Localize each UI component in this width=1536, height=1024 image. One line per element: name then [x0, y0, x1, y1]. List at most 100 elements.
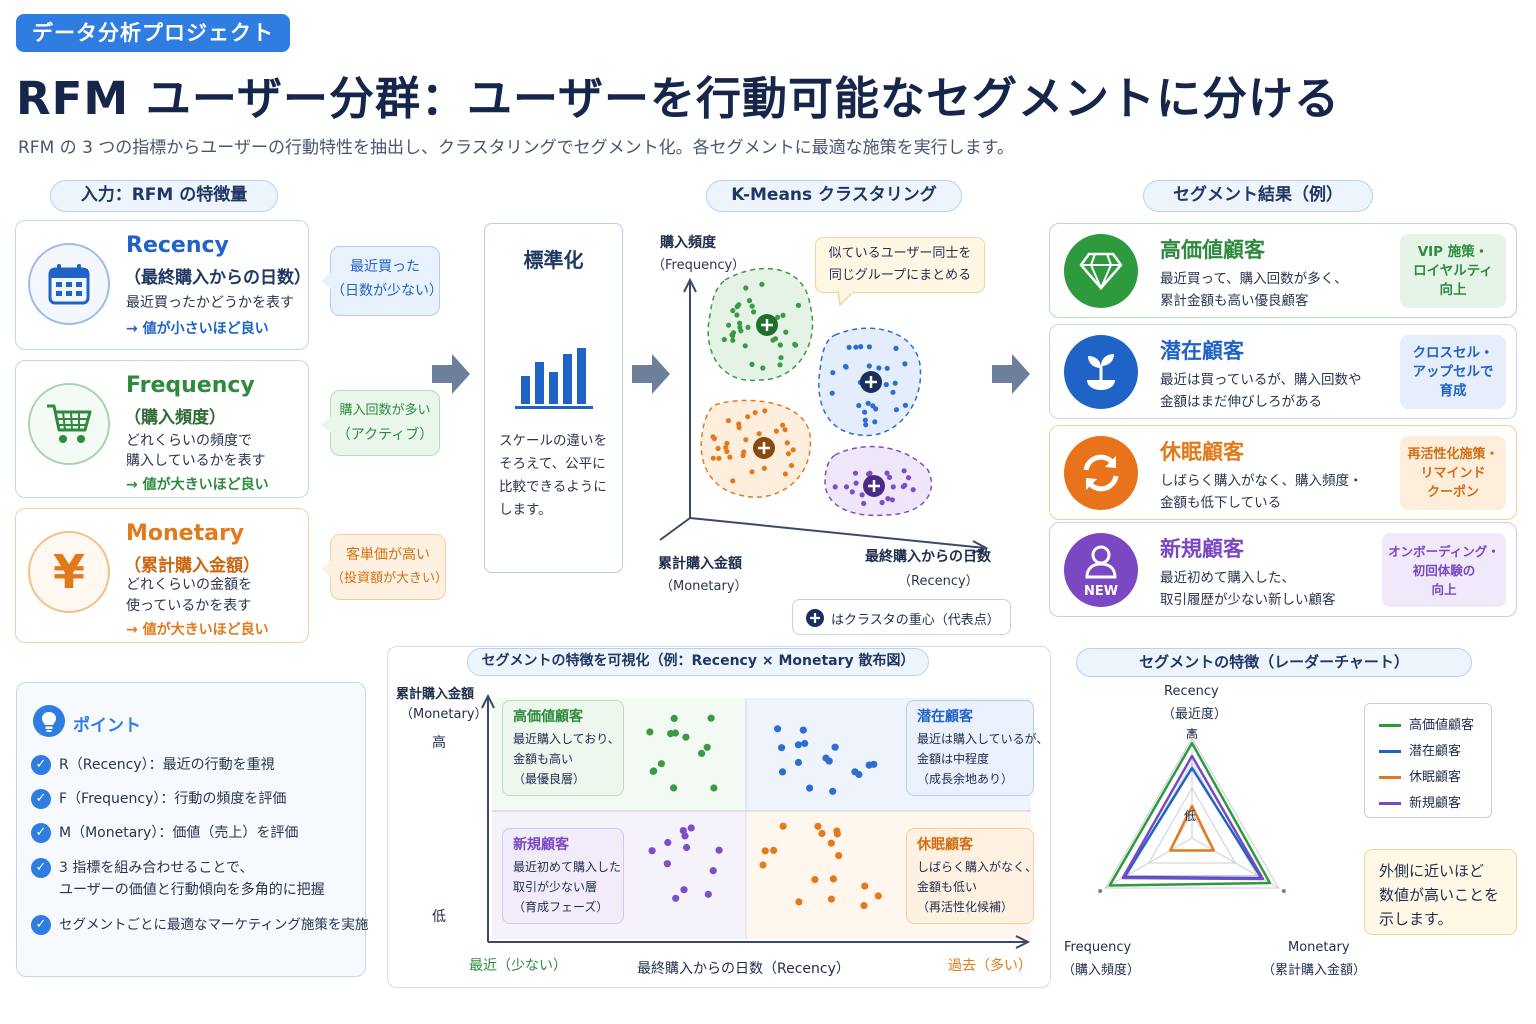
cluster-dot — [892, 380, 898, 386]
desc-line: 累計金額も高い優良顧客 — [1160, 293, 1309, 309]
action-line: オンボーディング・ — [1388, 543, 1500, 559]
scatter-dot — [778, 744, 786, 752]
cluster-dot — [905, 475, 912, 481]
flow-arrow-icon — [632, 354, 670, 394]
quadrant-line: 金額も低い — [917, 880, 978, 894]
radar-axis-end — [1098, 889, 1103, 893]
scatter-dot — [799, 726, 807, 734]
segment-action: クロスセル・アップセルで育成 — [1400, 335, 1506, 409]
legend-label: 休眠顧客 — [1409, 770, 1462, 785]
cluster-dot — [727, 454, 733, 460]
feature-desc: 購入しているかを表す — [126, 453, 266, 469]
check-icon: ✓ — [31, 823, 51, 843]
y-axis-label: 購入頻度 — [660, 235, 716, 251]
centroid-note: はクラスタの重心（代表点） — [831, 613, 1000, 628]
cluster-dot — [734, 312, 740, 318]
feature-name: Frequency — [126, 373, 255, 398]
desc-line: スケールの違いを — [499, 433, 607, 449]
kmeans-section-title: K-Means クラスタリング — [706, 180, 962, 212]
cluster-dot — [762, 408, 768, 414]
desc-line: 最近買って、購入回数が多く、 — [1160, 271, 1348, 287]
scatter-dot — [806, 784, 814, 792]
quadrant-line: （最優良層） — [513, 772, 586, 786]
bubble-text: （日数が少ない） — [331, 283, 443, 299]
segment-action: オンボーディング・初回体験の向上 — [1382, 533, 1506, 607]
cluster-dot — [890, 484, 896, 490]
flow-arrow-icon — [432, 354, 470, 394]
standardize-desc: スケールの違いを そろえて、公平に 比較できるように します。 — [499, 430, 607, 522]
cluster-dot — [795, 302, 801, 308]
cluster-dot — [843, 484, 850, 490]
cluster-dot — [777, 342, 783, 348]
desc-line: しばらく購入がなく、購入頻度・ — [1160, 473, 1363, 489]
point-text: M（Monetary）：価値（売上）を評価 — [59, 825, 299, 841]
centroid-icon — [756, 314, 778, 336]
quadrant-line: 取引が少ない層 — [513, 880, 598, 894]
cluster-dot — [716, 455, 722, 461]
cluster-dot — [780, 312, 786, 318]
cluster-dot — [879, 499, 885, 506]
segment-card-new: NEW 新規顧客 最近初めて購入した、取引履歴が少ない新しい顧客 オンボーディン… — [1049, 522, 1517, 617]
cluster-dot — [724, 448, 730, 455]
cluster-dot — [861, 500, 867, 507]
scatter-dot — [646, 728, 654, 736]
cluster-dot — [876, 365, 882, 371]
scatter-dot — [683, 843, 691, 852]
segment-desc: 最近初めて購入した、取引履歴が少ない新しい顧客 — [1160, 567, 1336, 611]
cluster-dot — [770, 337, 776, 343]
cluster-dot — [886, 474, 893, 480]
quadrant-name: 高価値顧客 — [513, 709, 583, 725]
scatter-x-left: 最近（少ない） — [469, 958, 567, 974]
cluster-dot — [829, 390, 835, 396]
scatter-dot — [794, 758, 802, 767]
cluster-dot — [710, 434, 716, 440]
y-axis-label-en: （Frequency） — [652, 258, 746, 273]
point-box: ポイント ✓R（Recency）：最近の行動を重視 ✓F（Frequency）：… — [16, 682, 368, 977]
segment-name: 潜在顧客 — [1160, 339, 1244, 363]
scatter-dot — [670, 784, 678, 792]
diamond-icon — [1064, 234, 1138, 308]
cluster-dot — [760, 365, 766, 371]
cluster-dot — [862, 409, 868, 415]
feature-name: Monetary — [126, 521, 245, 546]
x-axis-label-en: （Recency） — [898, 574, 979, 589]
feature-card-monetary: ¥ Monetary （累計購入金額） どれくらいの金額を 使っているかを表す … — [15, 508, 309, 643]
quadrant-high-value: 高価値顧客最近購入しており、金額も高い（最優良層） — [502, 700, 624, 796]
cluster-dot — [737, 324, 743, 330]
feature-sub: （購入頻度） — [124, 408, 226, 428]
cluster-dot — [743, 285, 749, 291]
quadrant-line: （再活性化候補） — [917, 900, 1014, 914]
kmeans-plot — [659, 267, 989, 554]
cluster-dot — [852, 470, 859, 476]
cluster-dot — [726, 322, 732, 328]
calendar-icon — [28, 243, 110, 325]
segment-name: 休眠顧客 — [1160, 440, 1244, 464]
cluster-dot — [902, 361, 908, 367]
segment-desc: しばらく購入がなく、購入頻度・金額も低下している — [1160, 470, 1363, 514]
quadrant-line: 最近初めて購入した — [513, 860, 622, 874]
scatter-dot — [818, 829, 826, 837]
scatter-dot — [860, 902, 868, 910]
desc-line: 金額も低下している — [1160, 495, 1282, 511]
note-line: 外側に近いほど — [1379, 862, 1485, 880]
cluster-dot — [853, 344, 859, 350]
desc-line: します。 — [499, 502, 552, 518]
cluster-dot — [885, 496, 891, 502]
radar-legend: 高価値顧客 潜在顧客 休眠顧客 新規顧客 — [1364, 703, 1492, 818]
scatter-dot — [770, 846, 778, 854]
cluster-dot — [853, 480, 859, 486]
cluster-dot — [710, 455, 716, 461]
recency-bubble: 最近買った （日数が少ない） — [321, 246, 443, 316]
cluster-dot — [742, 343, 748, 349]
scatter-dot — [698, 749, 706, 757]
quadrant-line: （育成フェーズ） — [513, 900, 609, 914]
scatter-dot — [710, 784, 718, 792]
legend-item: 休眠顧客 — [1379, 766, 1461, 785]
cluster-dot — [859, 492, 865, 498]
desc-line: 最近は買っているが、購入回数や — [1160, 372, 1362, 388]
cluster-dot — [737, 320, 743, 326]
desc-line: 最近初めて購入した、 — [1160, 570, 1295, 586]
cluster-dot — [745, 414, 751, 420]
cluster-dot — [730, 337, 736, 343]
segment-card-potential: 潜在顧客 最近は買っているが、購入回数や金額はまだ伸びしろがある クロスセル・ア… — [1049, 324, 1517, 419]
